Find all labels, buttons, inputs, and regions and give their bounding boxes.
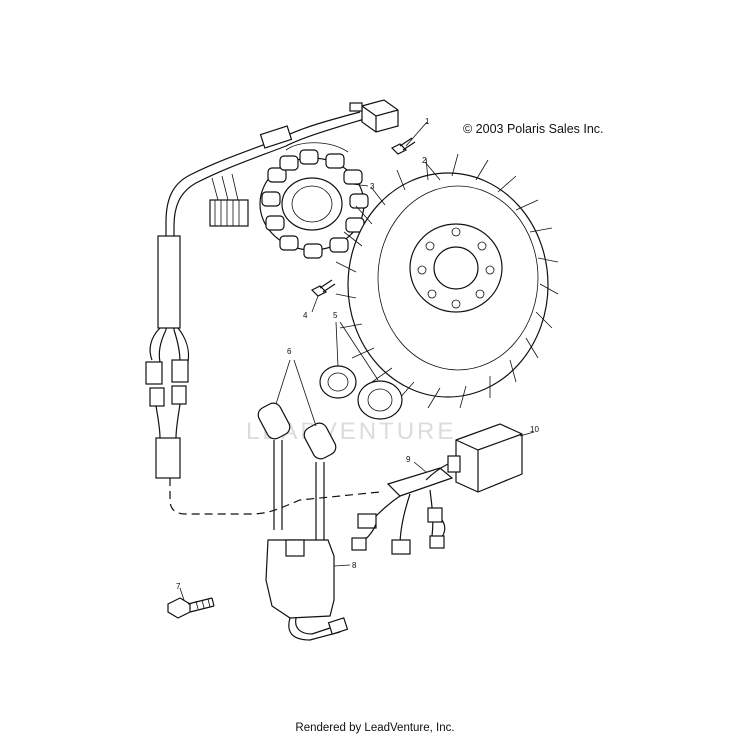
stator — [259, 142, 369, 259]
callout-6: 6 — [287, 347, 292, 356]
wire-harness — [351, 467, 454, 555]
callout-3: 3 — [370, 182, 375, 191]
footer-credit: Rendered by LeadVenture, Inc. — [295, 722, 455, 734]
copyright-notice: © 2003 Polaris Sales Inc. — [463, 122, 604, 136]
bolt — [167, 597, 215, 619]
callout-8: 8 — [352, 561, 357, 570]
callouts: 1 2 3 4 5 6 7 8 9 10 — [176, 117, 539, 591]
leader-lines — [179, 121, 535, 601]
screw — [310, 279, 336, 297]
spacer — [319, 365, 403, 420]
callout-10: 10 — [530, 425, 539, 434]
callout-2: 2 — [422, 156, 427, 165]
spark-plug-cap — [257, 402, 337, 540]
flywheel — [335, 153, 559, 409]
callout-1: 1 — [425, 117, 430, 126]
wiring-harness — [145, 99, 399, 515]
callout-9: 9 — [406, 455, 411, 464]
cdi-module — [425, 423, 523, 493]
callout-5: 5 — [333, 311, 338, 320]
ignition-coil — [265, 539, 349, 641]
stator-screw — [390, 137, 416, 155]
callout-4: 4 — [303, 311, 308, 320]
callout-7: 7 — [176, 582, 181, 591]
